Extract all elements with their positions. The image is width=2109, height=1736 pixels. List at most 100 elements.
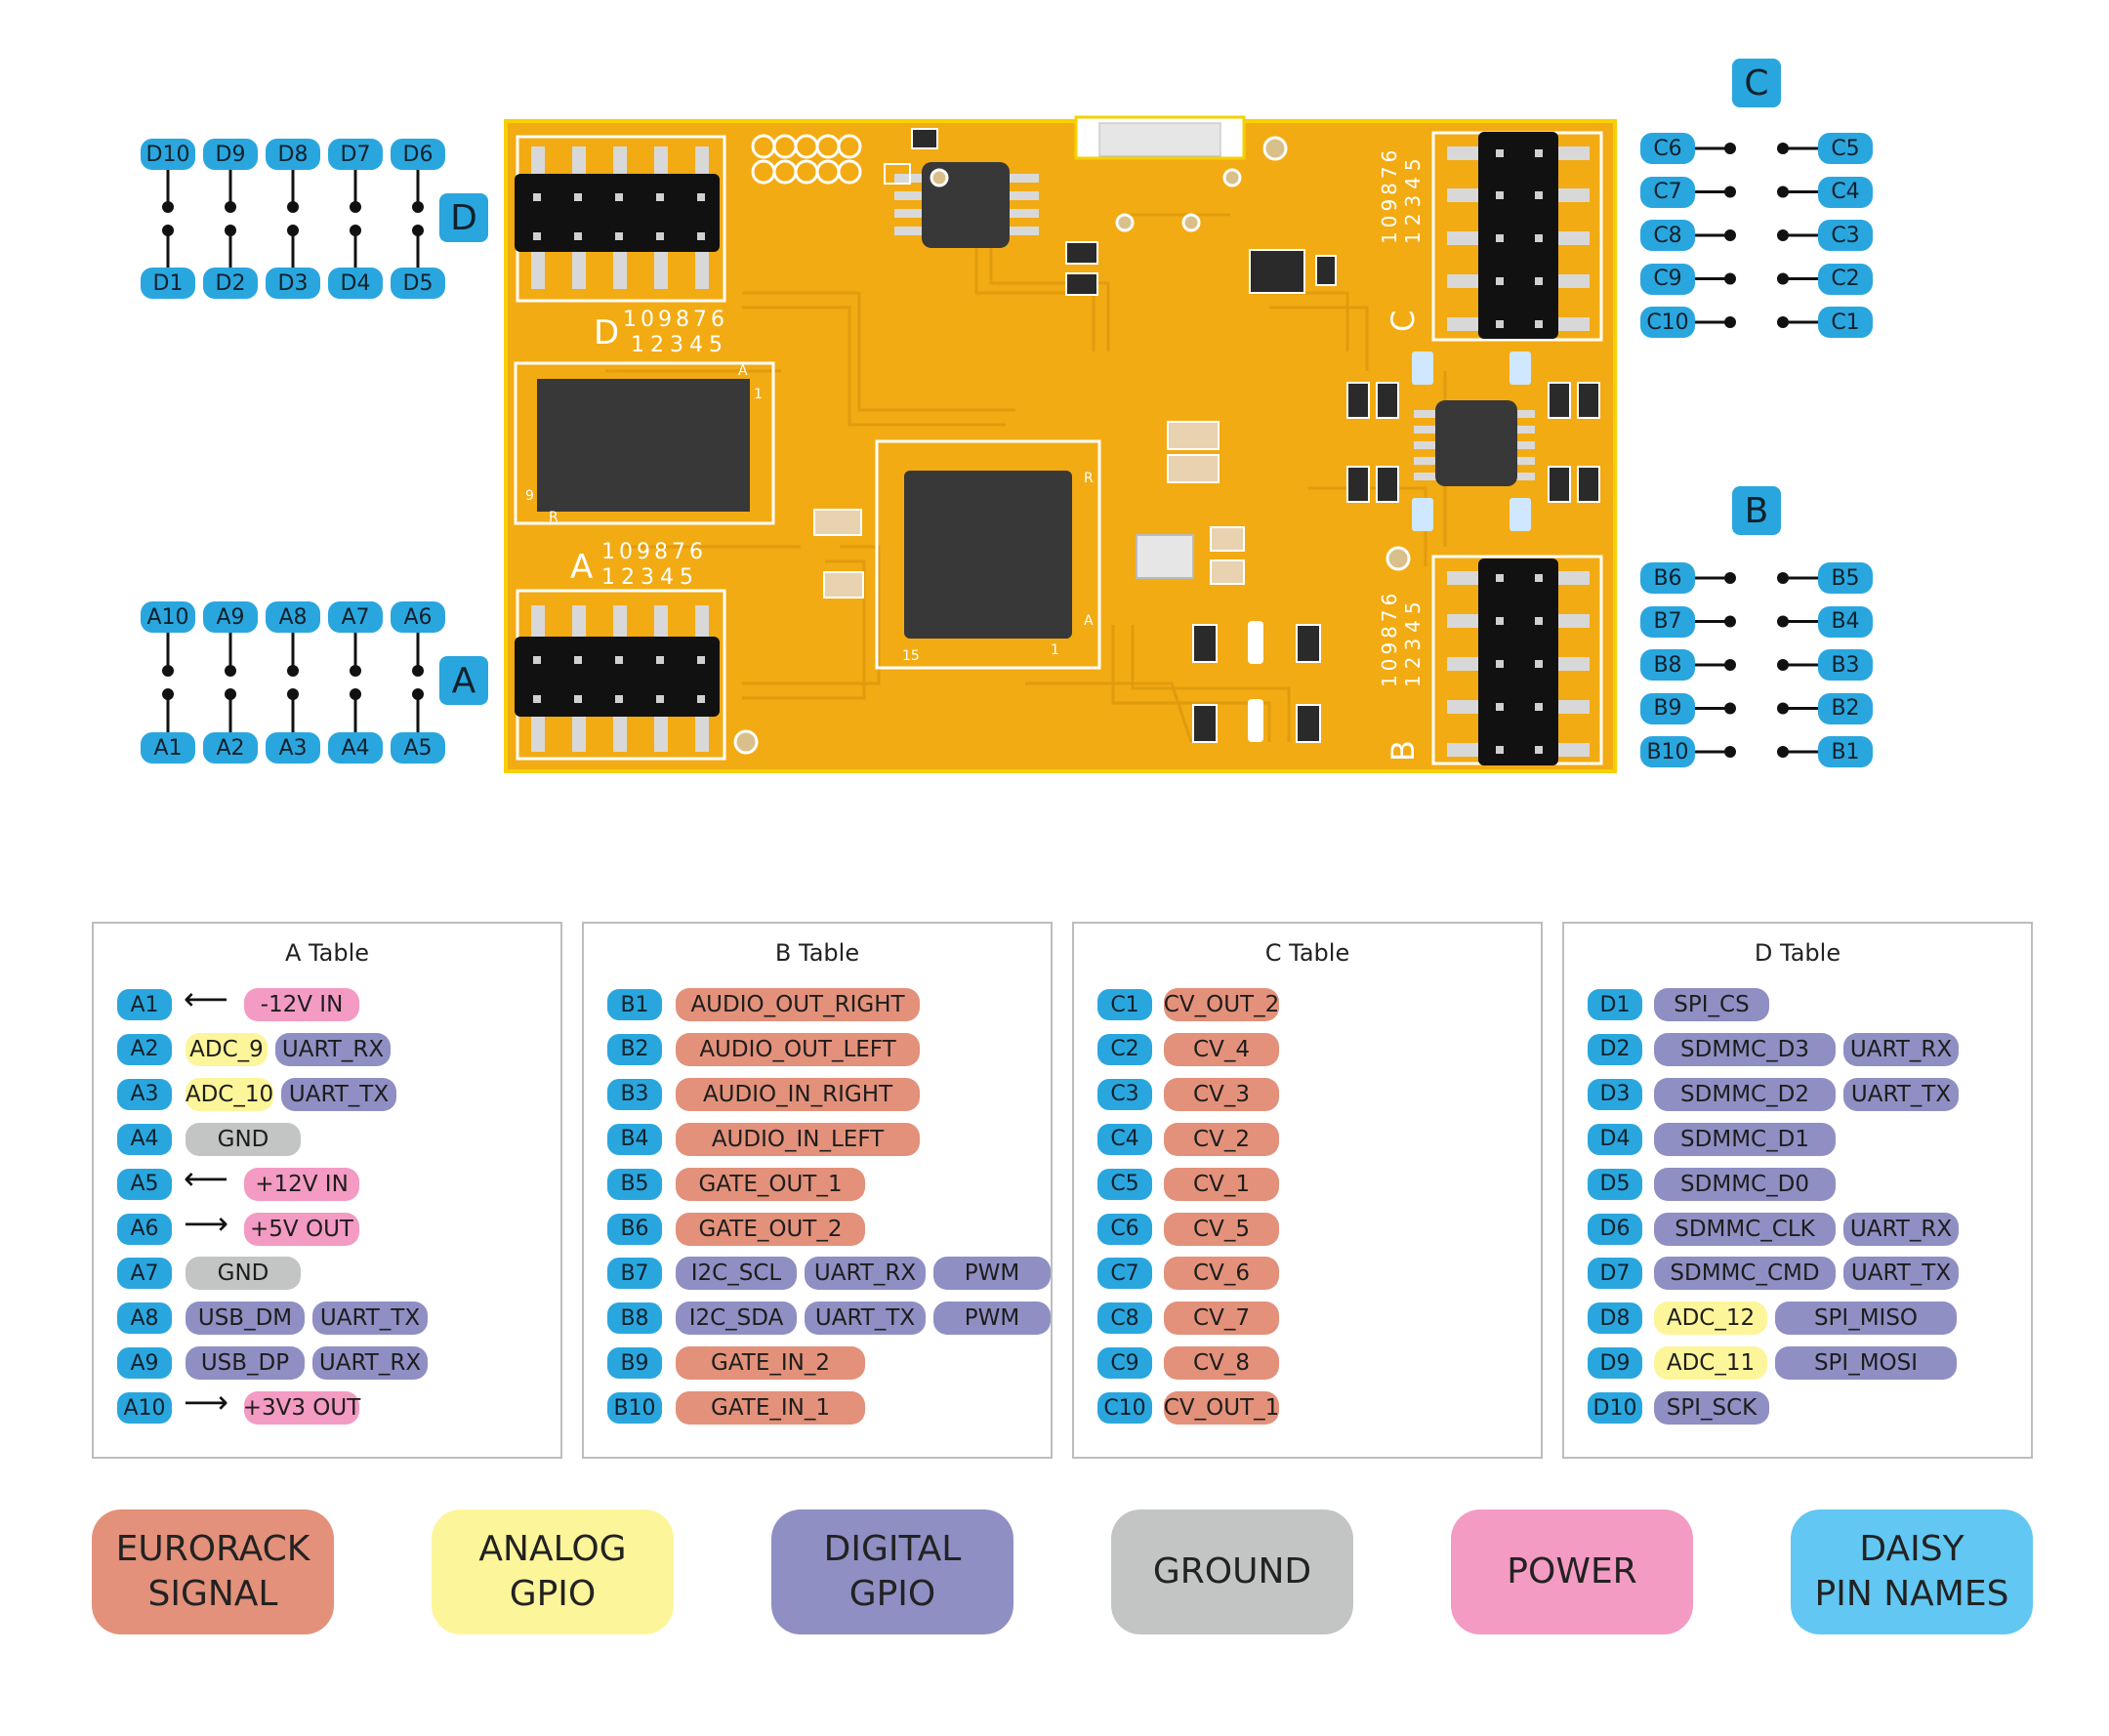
pin-name-label: D4: [328, 268, 383, 299]
callout-dot: [1777, 229, 1789, 241]
pin-name-label: A4: [328, 732, 383, 764]
pin-name-label: A7: [117, 1258, 172, 1290]
function-tag-signal: AUDIO_OUT_LEFT: [676, 1032, 920, 1066]
callout-dot: [412, 688, 424, 700]
pin-name-label: A5: [117, 1168, 172, 1200]
pin-name-label: D7: [328, 139, 383, 170]
callout-dot: [1724, 229, 1736, 241]
pin-name-label: B4: [1818, 605, 1873, 638]
callout-dot: [1724, 186, 1736, 198]
function-tag-digital: UART_RX: [275, 1032, 391, 1066]
callout-dot: [1777, 316, 1789, 328]
pin-name-label: D8: [1588, 1302, 1642, 1335]
function-tag-digital: SPI_MISO: [1775, 1302, 1957, 1336]
legend-power: POWER: [1451, 1509, 1693, 1634]
direction-arrow: ⟶: [184, 1384, 228, 1422]
callout-dot: [350, 225, 361, 236]
table-row: B2 AUDIO_OUT_LEFT: [584, 1032, 1051, 1068]
pin-name-label: B7: [607, 1258, 662, 1290]
table-title: A Table: [284, 939, 370, 967]
pin-name-label: B10: [607, 1392, 662, 1425]
mcu-mark-1: 1: [1051, 642, 1059, 658]
header-b: [1478, 558, 1558, 765]
legend-analog: ANALOG GPIO: [432, 1509, 674, 1634]
callout-dot: [1777, 143, 1789, 154]
function-tag-signal: GATE_IN_2: [676, 1346, 865, 1381]
pin-name-label: A6: [117, 1213, 172, 1245]
function-tag-signal: AUDIO_IN_RIGHT: [676, 1077, 920, 1111]
silk-numbers-a-top: 109876: [601, 540, 707, 564]
callout-dot: [225, 201, 236, 213]
pad-cluster: [751, 134, 862, 185]
pin-name-label: B2: [607, 1033, 662, 1065]
header-a: [515, 637, 720, 717]
mcu-mark-a: A: [1084, 613, 1094, 629]
sdram-chip: [537, 379, 750, 512]
pin-name-label: C9: [1097, 1347, 1152, 1380]
pin-name-label: C2: [1818, 263, 1873, 295]
silk-numbers-b-top: 109876: [1378, 590, 1401, 687]
legend-digital: DIGITAL GPIO: [771, 1509, 1013, 1634]
direction-arrow: ⟵: [184, 980, 228, 1017]
function-tag-analog: ADC_11: [1654, 1346, 1767, 1381]
pin-name-label: A1: [141, 732, 195, 764]
pin-name-label: D6: [1588, 1213, 1642, 1245]
pin-name-label: C10: [1097, 1392, 1152, 1425]
callout-dot: [225, 688, 236, 700]
function-tag-signal: GATE_OUT_1: [676, 1167, 865, 1201]
function-tag-power: +3V3 OUT: [243, 1391, 360, 1426]
pin-name-label: C9: [1640, 263, 1695, 295]
pin-name-label: A3: [117, 1078, 172, 1110]
pin-name-label: D1: [141, 268, 195, 299]
pin-name-label: B4: [607, 1123, 662, 1155]
pin-name-label: B8: [1640, 649, 1695, 681]
callout-dot: [412, 201, 424, 213]
function-tag-digital: UART_RX: [1843, 1032, 1959, 1066]
function-tag-digital: UART_RX: [805, 1257, 926, 1291]
function-tag-signal: CV_4: [1164, 1032, 1279, 1066]
silk-numbers-a-bottom: 12345: [601, 565, 699, 590]
pin-name-label: A5: [391, 732, 445, 764]
table-title: B Table: [774, 939, 860, 967]
daisy-board: D 109876 12345 A 109876 12345 C 109876 1…: [504, 115, 1617, 773]
pin-name-label: B6: [607, 1213, 662, 1245]
function-tag-digital: SDMMC_CMD: [1654, 1257, 1836, 1291]
function-tag-signal: CV_5: [1164, 1212, 1279, 1246]
mcu-chip: [904, 471, 1072, 639]
function-tag-signal: CV_OUT_2: [1164, 988, 1279, 1021]
legend-signal: EURORACK SIGNAL: [92, 1509, 334, 1634]
function-tag-signal: GATE_IN_1: [676, 1391, 865, 1426]
function-tag-analog: ADC_9: [186, 1032, 268, 1066]
callout-dot: [1724, 615, 1736, 628]
pin-name-label: C2: [1097, 1033, 1152, 1065]
table-row: A7 GND: [94, 1257, 560, 1292]
function-tag-digital: SDMMC_D1: [1654, 1122, 1836, 1156]
function-tag-ground: GND: [186, 1257, 301, 1291]
function-tag-digital: UART_TX: [281, 1077, 396, 1111]
function-tag-signal: AUDIO_OUT_RIGHT: [676, 988, 920, 1021]
pin-name-label: B3: [1818, 649, 1873, 681]
sdram-mark-a: A: [738, 363, 748, 379]
pin-name-label: A6: [391, 601, 445, 633]
function-tag-digital: PWM: [933, 1302, 1051, 1336]
direction-arrow: ⟶: [184, 1204, 228, 1242]
pin-name-label: C6: [1097, 1213, 1152, 1245]
pin-name-label: D8: [266, 139, 320, 170]
pin-name-label: D5: [391, 268, 445, 299]
callout-dot: [1777, 746, 1789, 758]
pin-name-label: C8: [1640, 220, 1695, 251]
pin-name-label: B2: [1818, 692, 1873, 724]
callout-dot: [162, 688, 174, 700]
pin-name-label: A10: [117, 1392, 172, 1425]
